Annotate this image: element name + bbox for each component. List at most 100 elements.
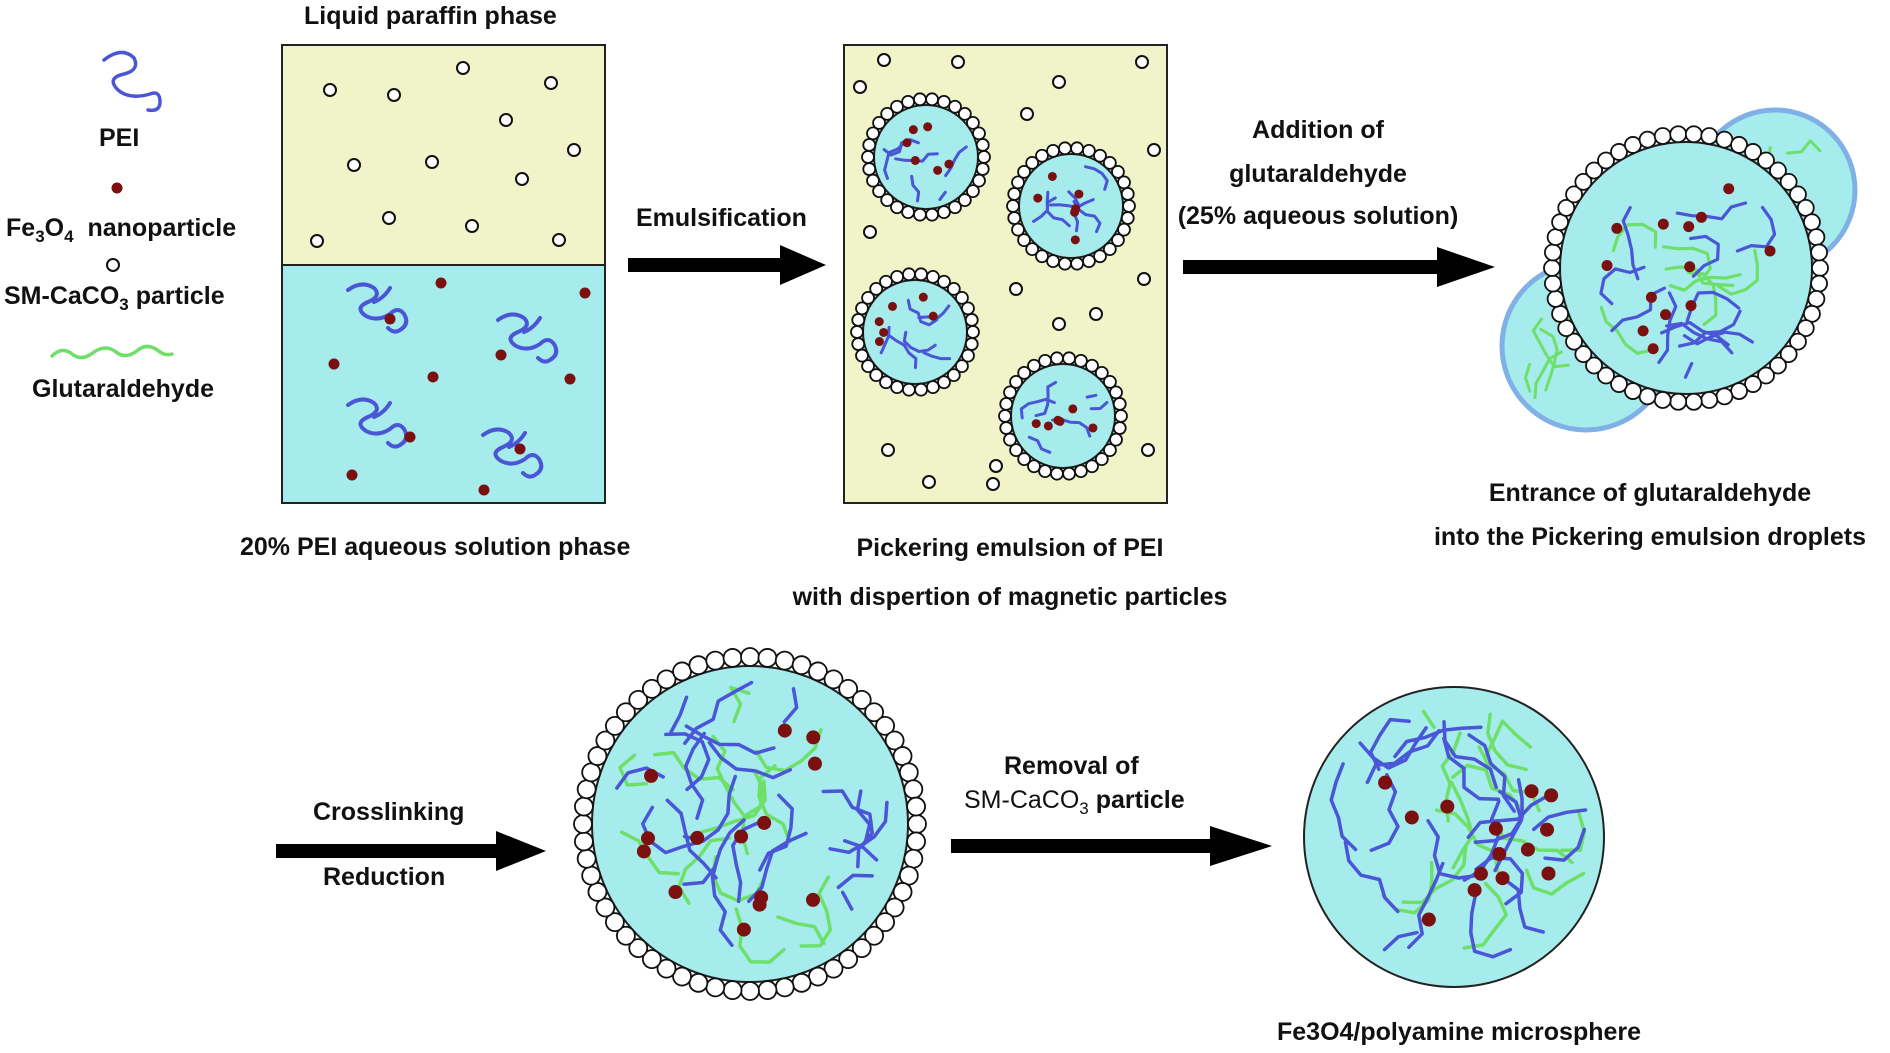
- caco3-shell-particle: [1638, 130, 1657, 149]
- caco3-shell-particle: [808, 661, 828, 682]
- caco3-shell-particle: [1779, 172, 1798, 191]
- glutaraldehyde-chain: [799, 875, 833, 948]
- caco3-shell-particle: [740, 647, 760, 667]
- caco3-shell-particle: [948, 99, 962, 114]
- nanoparticle: [1421, 912, 1436, 927]
- pei-chain: [1442, 720, 1498, 790]
- nanoparticle: [1684, 261, 1696, 273]
- caco3-shell-particle: [1011, 222, 1025, 237]
- glutaraldehyde-icon: [50, 344, 174, 360]
- glutaraldehyde-chain: [1716, 248, 1759, 296]
- pei-chain: [1543, 827, 1587, 862]
- caco3-shell-particle: [913, 92, 927, 107]
- droplet-core: [1303, 686, 1605, 988]
- caco3-shell-particle: [791, 655, 812, 676]
- nanoparticle: [1723, 183, 1735, 195]
- caco3-shell-particle: [902, 382, 916, 397]
- caco3-shell-particle: [1810, 243, 1828, 262]
- caco3-shell-particle: [1074, 353, 1088, 368]
- pei-chain: [883, 141, 906, 180]
- nanoparticle: [1685, 300, 1697, 312]
- caco3-shell-particle: [1624, 382, 1642, 400]
- caco3-shell-particle: [1070, 141, 1084, 156]
- caco3-shell-particle: [890, 380, 904, 395]
- nanoparticle: [1047, 171, 1057, 181]
- addition-label-line2: glutaraldehyde: [1229, 160, 1407, 188]
- caco3-shell-particle: [1757, 151, 1775, 170]
- nanoparticle: [1645, 291, 1657, 303]
- caco3-shell-particle: [1546, 290, 1565, 308]
- caco3-shell-particle: [1574, 172, 1593, 191]
- nanoparticle: [1378, 775, 1393, 790]
- glutaraldehyde-chain: [1486, 712, 1528, 772]
- glutaraldehyde-chain: [776, 915, 826, 946]
- caco3-shell-particle: [1003, 432, 1017, 447]
- caco3-shell-particle: [862, 138, 877, 152]
- caco3-shell-particle: [1730, 136, 1748, 154]
- pei-chain: [902, 330, 937, 353]
- caco3-shell-particle: [1007, 211, 1022, 225]
- caco3-shell-particle: [1574, 345, 1593, 364]
- caco3-shell-particle: [628, 689, 649, 710]
- nanoparticle: [1440, 799, 1455, 814]
- caco3-shell-particle: [890, 99, 904, 114]
- pei-chain: [1689, 234, 1720, 278]
- pei-icon: [102, 50, 162, 113]
- nanoparticle: [933, 165, 943, 175]
- free-caco3-particles: [853, 53, 1161, 491]
- caco3-shell-particle: [855, 348, 869, 363]
- caco3-shell-particle: [1003, 385, 1017, 400]
- pei-chain: [1467, 733, 1516, 813]
- legend-caco3-label: SM-CaCO3 particle: [4, 282, 225, 314]
- caco3-shell-particle: [1112, 397, 1127, 411]
- caco3-shell-particle: [573, 814, 593, 834]
- caco3-shell-particle: [898, 865, 919, 886]
- caco3-shell-particle: [1085, 358, 1099, 373]
- removal-label-line1: Removal of: [1004, 752, 1139, 780]
- caco3-shell-particle: [1769, 161, 1787, 180]
- caco3-shell-particle: [641, 949, 662, 970]
- pei-chain: [836, 873, 874, 890]
- caco3-shell-particle: [838, 949, 859, 970]
- caco3-shell-particle: [1669, 392, 1688, 411]
- caco3-shell-particle: [1122, 199, 1136, 213]
- caco3-shell-particle: [1017, 452, 1032, 467]
- pei-chain: [1329, 762, 1358, 852]
- caco3-shell-particle: [774, 977, 795, 998]
- nanoparticle: [923, 122, 933, 132]
- caco3-shell-particle: [1094, 452, 1109, 467]
- pei-chain: [1621, 206, 1640, 281]
- glutaraldehyde-chain: [1668, 273, 1742, 292]
- caco3-shell-particle: [1597, 151, 1615, 170]
- pei-chain: [910, 174, 921, 203]
- nanoparticle: [1544, 788, 1559, 803]
- caco3-shell-particle: [1046, 143, 1060, 158]
- pei-chain: [1426, 819, 1480, 880]
- entrance-caption-line1: Entrance of glutaraldehyde: [1488, 479, 1812, 507]
- nanoparticle: [928, 311, 938, 321]
- nanoparticle: [944, 159, 954, 169]
- caco3-shell-particle: [1789, 185, 1807, 204]
- caco3-shell-particle: [977, 150, 991, 164]
- caco3-shell-particle: [774, 650, 795, 671]
- nanoparticle: [1495, 871, 1510, 886]
- caco3-shell-particle: [574, 796, 594, 817]
- caco3-shell-particle: [966, 116, 980, 130]
- caco3-shell-particle: [1684, 125, 1703, 144]
- glutaraldehyde-chain: [1449, 780, 1475, 870]
- pei-chain: [1469, 893, 1513, 959]
- nanoparticle: [1520, 842, 1535, 857]
- caco3-shell-particle: [1557, 198, 1576, 217]
- emulsification-arrow: [628, 245, 826, 285]
- caco3-shell-particle: [957, 106, 972, 121]
- caco3-shell-particle: [688, 972, 709, 993]
- caco3-shell-particle: [1796, 319, 1815, 338]
- caco3-shell-particle: [1546, 228, 1565, 246]
- pickering-droplet: [861, 92, 991, 222]
- nanoparticle: [874, 337, 884, 347]
- glutaraldehyde-chain: [1559, 811, 1587, 853]
- paraffin-phase: [281, 44, 606, 266]
- nanoparticle: [1540, 822, 1555, 837]
- nanoparticle: [1637, 325, 1649, 337]
- pei-chain: [1677, 309, 1742, 348]
